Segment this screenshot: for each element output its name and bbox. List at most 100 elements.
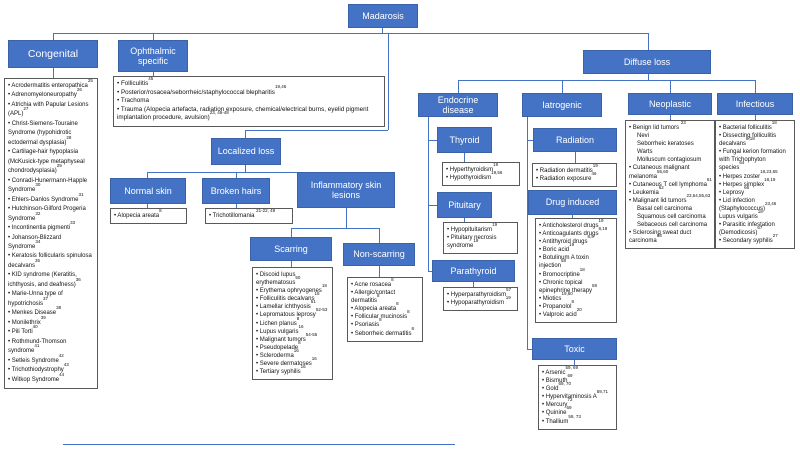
connector-line bbox=[147, 172, 148, 178]
node-endocrine-disease: Endocrine disease bbox=[418, 93, 498, 117]
list-item: • Chronic topical epinephrine therapy59 bbox=[539, 279, 598, 294]
list-item: • Hyperparathyroidism57 bbox=[447, 287, 512, 298]
list-item: • Herpes simplex18,19 bbox=[719, 176, 776, 188]
list-item: • Hypothyroidism19,56 bbox=[446, 170, 503, 182]
list-item: • Trichothiodystrophy43 bbox=[8, 362, 69, 374]
list-item: • Thallium59, 73 bbox=[542, 413, 581, 425]
connector-line bbox=[458, 80, 459, 93]
list-item: • Secondary syphilis27 bbox=[719, 233, 778, 245]
connector-line bbox=[291, 261, 292, 267]
list-item: • Lepromatous leprosy52-53 bbox=[256, 307, 328, 319]
connector-line bbox=[53, 33, 648, 34]
list-item: • Acrodermatitis enteropathica25 bbox=[8, 78, 93, 89]
list-item: • Allergic/contact dermatitis8 bbox=[351, 290, 396, 305]
list-item: Warts bbox=[637, 149, 653, 156]
list-item: • Cutaneous malignant melanoma55,60 bbox=[629, 165, 690, 180]
list-item: • Fungal kerion formation with Trichophy… bbox=[719, 149, 786, 172]
connector-line bbox=[379, 228, 380, 243]
list-item: • Dissecting folliculitis decalvans8,18 bbox=[719, 133, 777, 148]
connector-line bbox=[153, 33, 154, 40]
node-drug-induced: Drug induced bbox=[528, 190, 617, 215]
list-item: • Adrenomyeloneuropathy26 bbox=[8, 87, 82, 99]
list-item: • Lupus vulgaris16 bbox=[256, 323, 304, 335]
list-item: • Anticholesterol drugs19 bbox=[539, 218, 604, 229]
list-item: • Trachoma bbox=[117, 97, 149, 104]
connector-line bbox=[464, 218, 465, 222]
list-item: • Lamellar ichthyosis51 bbox=[256, 299, 316, 311]
list-item: • Botulinum A toxin injection58 bbox=[539, 255, 589, 270]
connector-line bbox=[458, 80, 755, 81]
bottom-border-line bbox=[63, 444, 455, 445]
list-item: • Pituitary necrosis syndrome19 bbox=[447, 235, 497, 250]
connector-line bbox=[428, 140, 437, 141]
connector-line bbox=[428, 271, 432, 272]
list-item: • Anticoagulants drugs8,19 bbox=[539, 226, 608, 238]
connector-line bbox=[648, 74, 649, 80]
connector-line bbox=[572, 215, 573, 218]
node-toxic: Toxic bbox=[532, 338, 617, 360]
list-item: • Lid infection (Staphylococcus)23,46 bbox=[719, 197, 777, 212]
list-item: • Malignant lid tumors23,54,55,63 bbox=[629, 192, 711, 204]
list-item: • Bromocriptine18 bbox=[539, 266, 585, 278]
list-item: • Menkes Disease38 bbox=[8, 305, 62, 317]
connector-line bbox=[670, 115, 671, 120]
list-item: • Marie-Unna type of hypotrichosis37 bbox=[8, 291, 63, 307]
list-item: • Monilethrix39 bbox=[8, 314, 46, 326]
normal-skin-list: • Alopecia areata8 bbox=[110, 208, 187, 225]
list-item: • Psoriasis8 bbox=[351, 317, 382, 329]
list-item: • Pseudopelade8 bbox=[256, 339, 301, 351]
list-item: Seborrheic keratoses bbox=[637, 141, 694, 148]
list-item: • Bismuth69 bbox=[542, 373, 573, 385]
list-item: • KID syndrome (Keratitis, ichthyosis, a… bbox=[8, 272, 81, 288]
list-item: • Mercury72 bbox=[542, 397, 573, 409]
list-item: • Ehlers-Danlos Syndrome31 bbox=[8, 191, 84, 203]
connector-line bbox=[428, 205, 437, 206]
list-item: • Setleis Syndrome42 bbox=[8, 352, 64, 364]
list-item: • Follicular mucinosis8 bbox=[351, 309, 410, 321]
list-item: • Cartilage-hair hypoplasia (McKusick-ty… bbox=[8, 149, 85, 175]
list-item: • Acne rosacea8 bbox=[351, 277, 394, 288]
connector-line bbox=[574, 360, 575, 365]
list-item: Basal cell carcinoma bbox=[637, 205, 693, 212]
list-item: • Folliculitis decalvans16 bbox=[256, 291, 320, 303]
connector-line bbox=[670, 80, 671, 93]
connector-line bbox=[562, 80, 563, 93]
list-item: • Radiation exposure46 bbox=[536, 171, 597, 183]
congenital-list: • Acrodermatitis enteropathica25• Adreno… bbox=[4, 78, 98, 389]
radiation-list: • Radiation dermatitis19• Radiation expo… bbox=[532, 163, 617, 188]
list-item: • Sclerosing sweat duct carcinoma63 bbox=[629, 230, 692, 245]
list-item: • Incontinentia pigmenti33 bbox=[8, 220, 76, 232]
list-item: • Alopecia areata8 bbox=[351, 301, 399, 313]
connector-line bbox=[291, 228, 379, 229]
thyroid-list: • Hyperthyroidism19• Hypothyroidism19,56 bbox=[442, 162, 520, 187]
list-item: • Hypopituitarism19 bbox=[447, 222, 498, 233]
list-item: • Herpes zoster18,23,65 bbox=[719, 168, 778, 180]
connector-line bbox=[379, 266, 380, 277]
list-item: • Witkop Syndrome44 bbox=[8, 371, 65, 383]
list-item: • Rothmund-Thomson syndrome41 bbox=[8, 338, 67, 355]
connector-line bbox=[236, 204, 237, 208]
list-item: • Johanson-Blizzard Syndrome34 bbox=[8, 234, 62, 250]
list-item: Molluscum contagiosum bbox=[637, 157, 702, 164]
list-item: • Leprosy66 bbox=[719, 184, 750, 196]
list-item: Squamous cell carcinoma bbox=[637, 214, 706, 221]
connector-line bbox=[527, 117, 528, 349]
node-madarosis: Madarosis bbox=[348, 4, 418, 28]
connector-line bbox=[346, 208, 347, 228]
list-item: • Conradi-Hunermann-Happle Syndrome30 bbox=[8, 177, 88, 194]
connector-line bbox=[236, 172, 237, 178]
list-item: • Scleroderma16 bbox=[256, 347, 299, 359]
node-congenital: Congenital bbox=[8, 40, 98, 68]
list-item: • Arsenic59, 69 bbox=[542, 365, 578, 376]
list-item: • Keratosis follicularis spinulosa decal… bbox=[8, 253, 92, 269]
connector-line bbox=[245, 130, 388, 131]
pituitary-list: • Hypopituitarism19 • Pituitary necrosis … bbox=[443, 222, 518, 255]
list-item: • Benign lid tumors 23 bbox=[629, 120, 686, 131]
connector-line bbox=[147, 204, 148, 208]
node-parathyroid: Parathyroid bbox=[432, 260, 515, 282]
connector-line bbox=[464, 153, 465, 162]
connector-line bbox=[755, 80, 756, 93]
node-neoplastic: Neoplastic bbox=[628, 93, 712, 115]
connector-line bbox=[527, 349, 532, 350]
